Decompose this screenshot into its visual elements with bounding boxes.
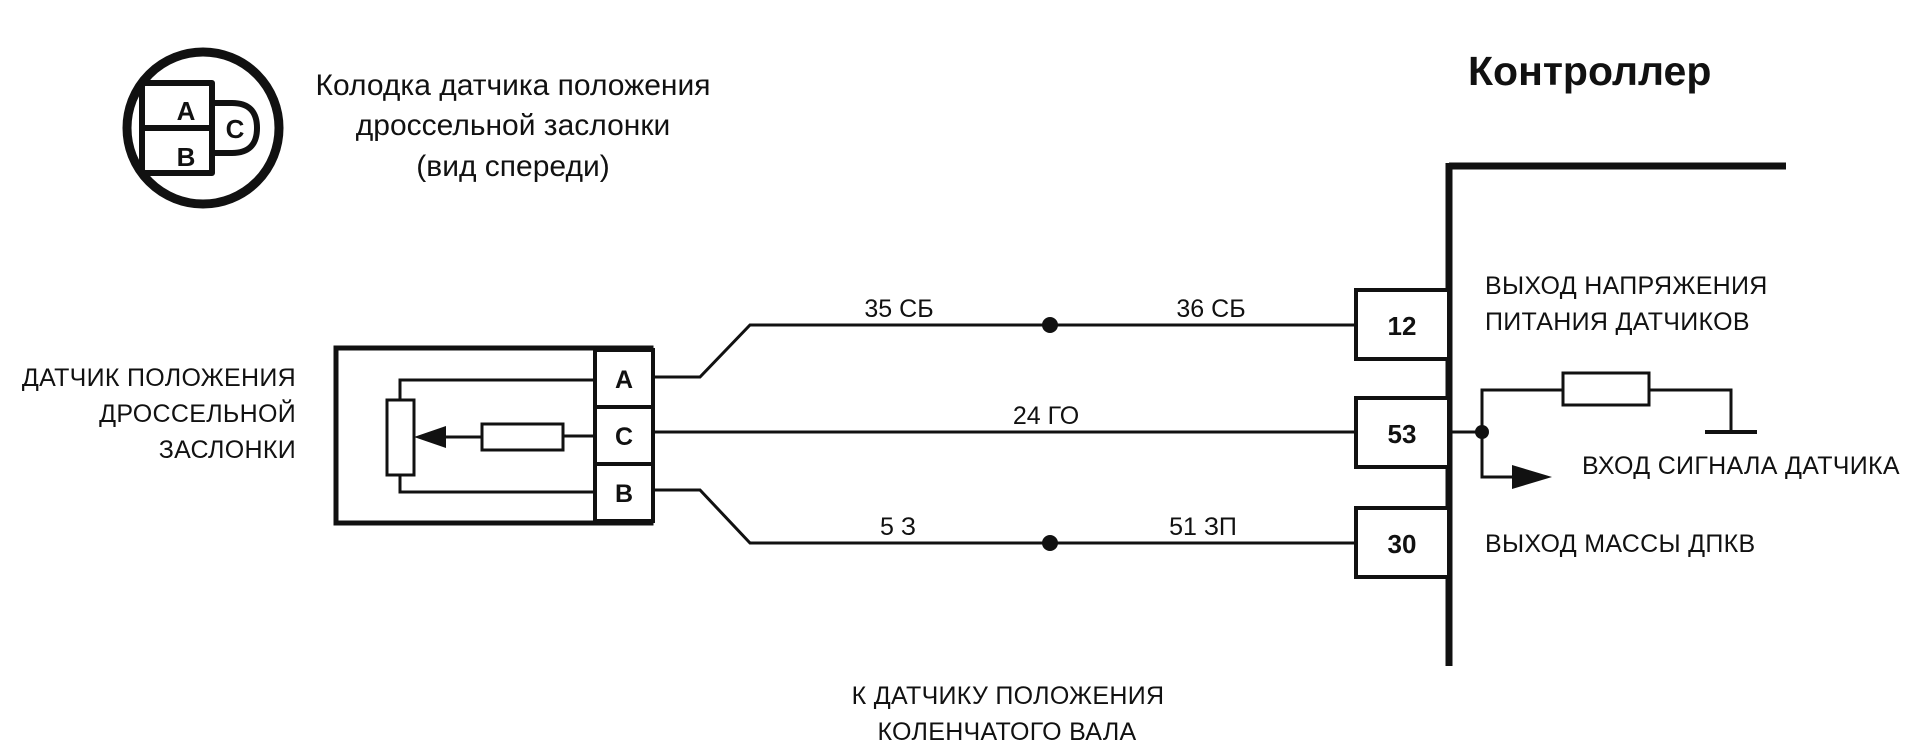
wire-supply: 35 СБ 36 СБ (653, 295, 1356, 379)
sensor-series-resistor (480, 422, 565, 452)
controller-terminal-30: 30 (1354, 506, 1451, 579)
connector-caption-line-2: дроссельной заслонки (356, 109, 670, 142)
wire-supply-label-left: 35 СБ (864, 295, 933, 323)
internal-wire (1480, 432, 1512, 479)
connector-caption-line-3: (вид спереди) (416, 150, 609, 183)
sensor-pin-c-label: C (615, 423, 633, 451)
potentiometer-icon (385, 398, 416, 477)
sensor-pin-b-label: B (615, 480, 633, 508)
terminal-12-description-line-2: ПИТАНИЯ ДАТЧИКОВ (1485, 308, 1750, 336)
connector-pin-b-label: B (177, 142, 196, 172)
connector-pin-c-label: C (226, 114, 245, 144)
terminal-number: 53 (1388, 419, 1417, 449)
pull-resistor (1561, 371, 1651, 407)
controller-terminal-53: 53 (1354, 396, 1451, 469)
terminal-number: 30 (1388, 529, 1417, 559)
wire-ground-label-right: 51 ЗП (1169, 513, 1237, 541)
wire-ground-label-left: 5 З (880, 513, 916, 541)
terminal-53-description: ВХОД СИГНАЛА ДАТЧИКА (1582, 452, 1900, 480)
wire-supply-label-right: 36 СБ (1176, 295, 1245, 323)
terminal-number: 12 (1388, 311, 1417, 341)
terminal-30-description: ВЫХОД МАССЫ ДПКВ (1485, 530, 1756, 558)
sensor-label-line-3: ЗАСЛОНКИ (159, 436, 296, 464)
controller-terminal-12: 12 (1354, 288, 1451, 361)
signal-input-arrow-icon (1512, 465, 1552, 489)
controller-internal-circuit (1449, 371, 1757, 489)
connector-front-view: A B C (122, 47, 284, 209)
footnote-line-2: КОЛЕНЧАТОГО ВАЛА (877, 718, 1136, 746)
wire-signal-label: 24 ГО (1013, 402, 1079, 430)
sensor-label-line-2: ДРОССЕЛЬНОЙ (99, 398, 296, 428)
connector-outer-ring (122, 47, 284, 209)
sensor-pin-b-box (593, 462, 655, 523)
internal-wire (1480, 388, 1563, 432)
wire-ground-path (653, 488, 1356, 545)
wire-supply-splice-dot (1042, 317, 1058, 333)
sensor-label-line-1: ДАТЧИК ПОЛОЖЕНИЯ (22, 364, 296, 392)
internal-wire (1649, 388, 1733, 432)
sensor-internal-wire (398, 378, 595, 400)
connector-pin-a-label: A (177, 96, 196, 126)
terminal-12-description-line-1: ВЫХОД НАПРЯЖЕНИЯ (1485, 272, 1768, 300)
connector-caption-line-1: Колодка датчика положения (316, 69, 711, 102)
wire-supply-path (653, 323, 1356, 379)
footnote-line-1: К ДАТЧИКУ ПОЛОЖЕНИЯ (852, 682, 1165, 710)
sensor-internal-wire (398, 475, 595, 494)
throttle-sensor: A C B (333, 345, 655, 526)
controller-title: Контроллер (1468, 48, 1711, 94)
wire-ground-splice-dot (1042, 535, 1058, 551)
connector-body (139, 80, 260, 176)
sensor-pin-a-label: A (615, 366, 633, 394)
wire-signal: 24 ГО (653, 402, 1356, 434)
wiper-arrow-icon (414, 426, 446, 448)
connector-caption: Колодка датчика положения дроссельной за… (316, 69, 711, 183)
wire-ground: 5 З 51 ЗП (653, 488, 1356, 551)
terminal-box (1354, 288, 1451, 361)
